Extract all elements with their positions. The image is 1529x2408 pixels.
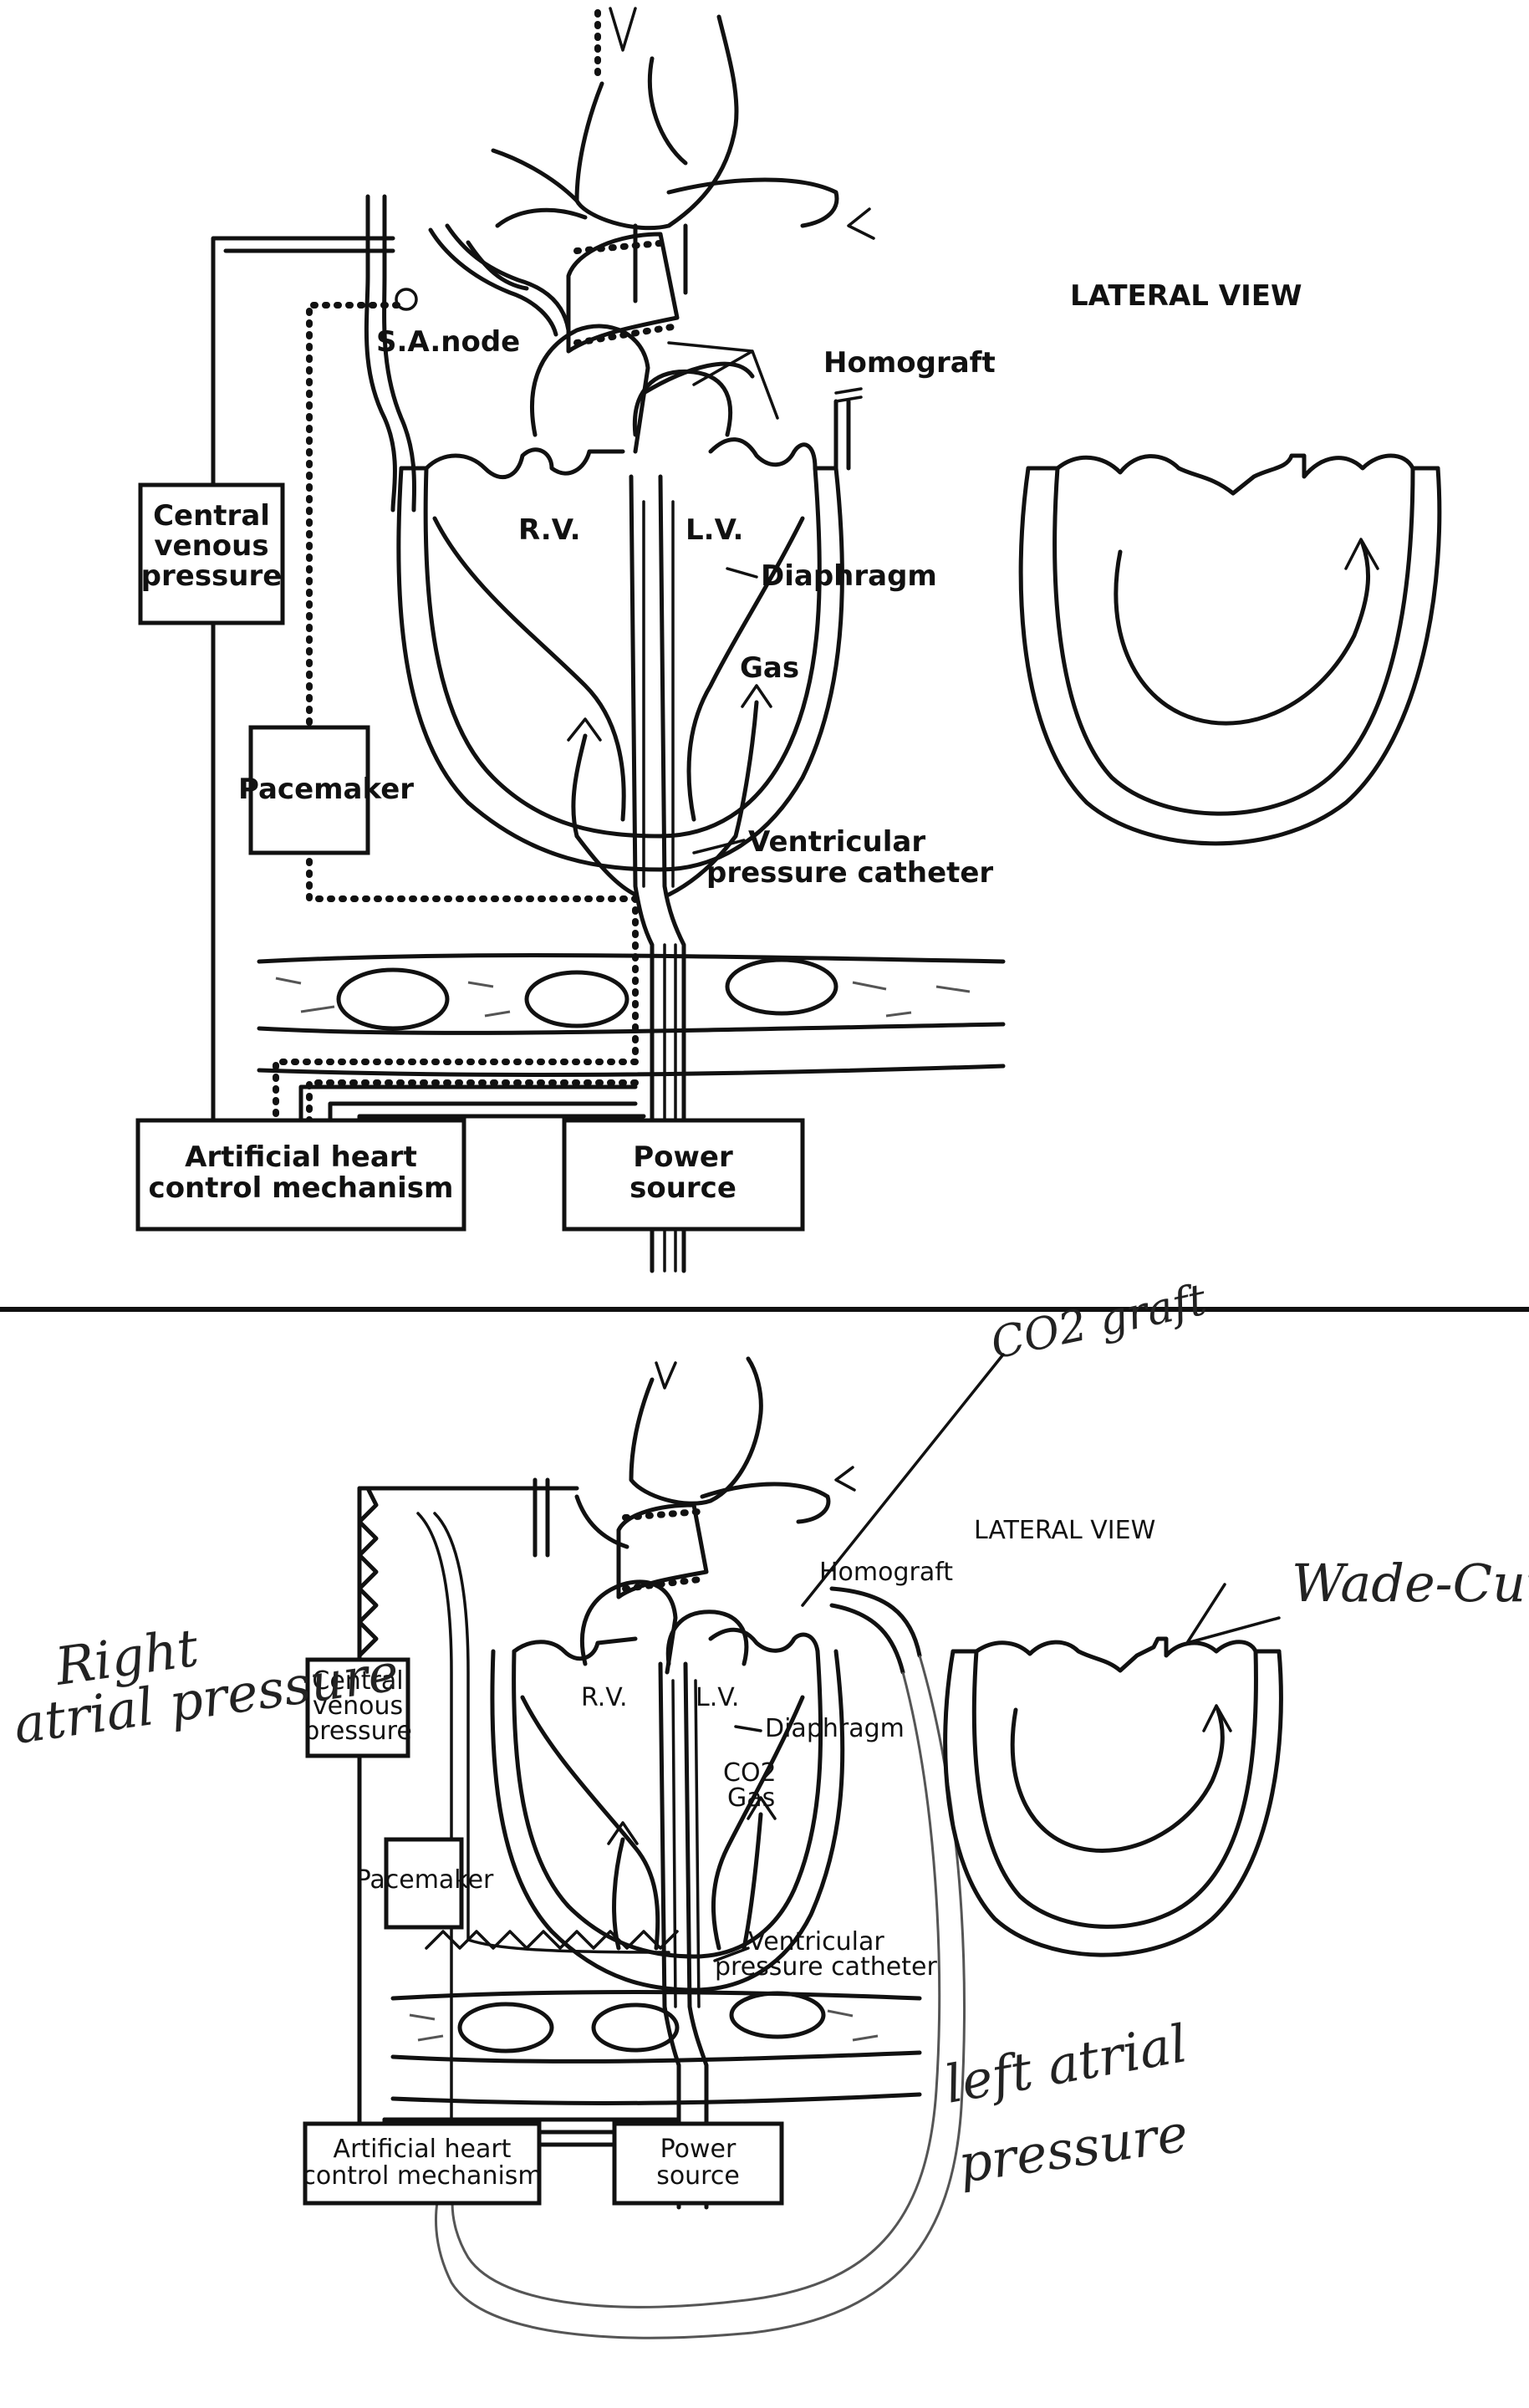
hand-left-atrial-2: pressure	[955, 2102, 1191, 2195]
bottom-vpc-label-1: Ventricular	[748, 1927, 884, 1956]
top-pacemaker-box	[248, 725, 370, 855]
bottom-pacemaker-box	[384, 1837, 464, 1930]
top-pacemaker-label: Pacemaker	[238, 773, 414, 806]
bottom-ventricles	[490, 1586, 922, 2210]
top-lateral-view	[1018, 453, 1442, 846]
bottom-ahcm-label-1: Artificial heart	[334, 2135, 512, 2164]
hand-wade-cutler: Wade-Cutler	[1292, 1553, 1529, 1614]
top-cvp-line	[211, 236, 395, 1123]
bottom-power-label-2: source	[656, 2161, 740, 2191]
top-cvp-label-3: pressure	[141, 559, 283, 593]
top-pacemaker-lead-2	[306, 1079, 639, 1124]
bottom-cvp-label-1: Central	[312, 1666, 403, 1696]
top-ahcm-label-1: Artificial heart	[185, 1140, 417, 1174]
bottom-lateral-view	[943, 1583, 1283, 1957]
bottom-rv-label: R.V.	[581, 1683, 628, 1712]
top-great-vessels	[491, 7, 875, 354]
top-sa-node-label: S.A.node	[376, 325, 520, 359]
bottom-ahcm-box	[303, 2121, 542, 2206]
top-ventricles	[396, 341, 863, 1273]
top-ahcm-box	[135, 1118, 466, 1232]
top-cvp-box	[138, 482, 285, 625]
bottom-pacemaker-label: Pacemaker	[356, 1865, 494, 1895]
bottom-homograft-label: Homograft	[819, 1558, 953, 1587]
top-power-box	[562, 1118, 805, 1232]
top-cvp-label-2: venous	[154, 529, 268, 563]
bottom-great-vessels	[533, 1356, 856, 1599]
bottom-cvp-box	[305, 1657, 410, 1758]
bottom-atria	[579, 1579, 749, 1675]
top-tissue-layer	[257, 953, 1006, 1077]
top-cvp-label-1: Central	[153, 499, 270, 533]
top-ahcm-label-2: control mechanism	[149, 1171, 454, 1205]
top-power-label-2: source	[629, 1171, 736, 1205]
bottom-gas-label: Gas	[727, 1783, 775, 1813]
top-homograft-label: Homograft	[823, 346, 996, 380]
bottom-ahcm-label-2: control mechanism	[302, 2161, 542, 2191]
bottom-vpc-label-2: pressure catheter	[715, 1952, 937, 1982]
bottom-left-atrial-loop	[451, 1671, 941, 2309]
hand-left-atrial-1: left atrial	[940, 2013, 1191, 2115]
top-rv-label: R.V.	[518, 513, 581, 547]
top-panel: Central venous pressure Pacemaker Artifi…	[135, 7, 1442, 1273]
top-atria	[530, 324, 755, 454]
bottom-cvp-label-3: pressure	[303, 1717, 412, 1746]
panel-divider	[0, 1307, 1529, 1312]
bottom-tissue-layer	[390, 1990, 922, 2105]
top-gas-label: Gas	[740, 651, 799, 685]
bottom-co2-label: CO2	[723, 1758, 777, 1788]
hand-top-scrawl: CO2 graft	[986, 1275, 1210, 1370]
hand-top-pointer	[801, 1353, 1005, 1607]
bottom-power-box	[612, 2121, 784, 2206]
bottom-zigzag-lead	[357, 1486, 379, 2176]
top-vpc-label-2: pressure catheter	[706, 856, 993, 890]
top-pacemaker-lead	[273, 302, 639, 1124]
top-lateral-view-title: LATERAL VIEW	[1070, 279, 1302, 313]
hand-wade-pointer	[1185, 1583, 1281, 1645]
bottom-panel: CO2 graft	[10, 1275, 1529, 2339]
top-vpc-label-1: Ventricular	[748, 825, 925, 859]
top-lv-label: L.V.	[686, 513, 743, 547]
bottom-cvp-label-2: venous	[313, 1691, 403, 1721]
top-power-label-1: Power	[633, 1140, 733, 1174]
bottom-power-label-1: Power	[660, 2135, 736, 2164]
bottom-diaphragm-label: Diaphragm	[765, 1714, 905, 1743]
bottom-lateral-view-title: LATERAL VIEW	[974, 1516, 1155, 1545]
bottom-lv-label: L.V.	[696, 1683, 739, 1712]
top-diaphragm-label: Diaphragm	[761, 559, 937, 593]
